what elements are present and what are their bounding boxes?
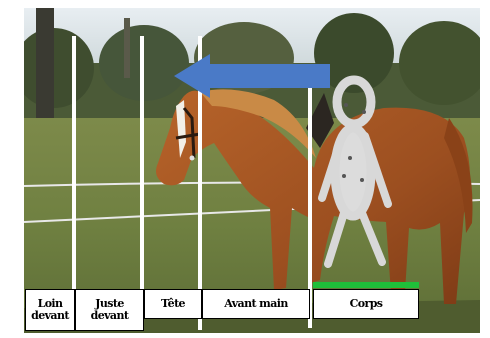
- rider-stick-figure: [318, 75, 392, 268]
- zone-label-juste-devant: Juste devant: [75, 289, 144, 331]
- zone-label-corps: Corps: [313, 289, 419, 319]
- horse: [156, 89, 473, 309]
- corps-highlight-bar: [313, 282, 419, 288]
- direction-arrow-left-icon: [174, 54, 330, 98]
- zone-label-avant-main: Avant main: [202, 289, 310, 319]
- zone-label-loin-devant: Loin devant: [25, 289, 75, 331]
- zone-dividers: [72, 36, 312, 330]
- zone-label-tete: Tête: [144, 289, 202, 319]
